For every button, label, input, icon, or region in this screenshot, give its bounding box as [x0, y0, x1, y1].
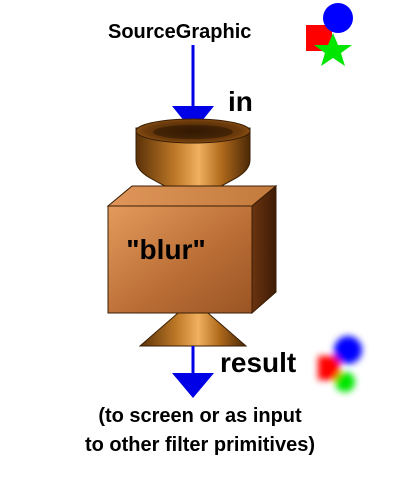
output-nozzle	[138, 312, 248, 347]
input-label: in	[228, 86, 253, 117]
rgb-shapes-icon	[306, 3, 353, 66]
primitive-label: "blur"	[126, 234, 206, 265]
funnel-top	[135, 118, 251, 191]
source-graphic-label: SourceGraphic	[108, 21, 252, 43]
blurred-rgb-shapes-icon	[318, 336, 362, 392]
output-arrow	[172, 346, 214, 398]
caption: (to screen or as input to other filter p…	[40, 402, 360, 460]
result-label: result	[220, 347, 297, 378]
caption-line-1: (to screen or as input	[98, 405, 302, 427]
caption-line-2: to other filter primitives)	[84, 434, 316, 456]
blur-box	[106, 184, 278, 315]
